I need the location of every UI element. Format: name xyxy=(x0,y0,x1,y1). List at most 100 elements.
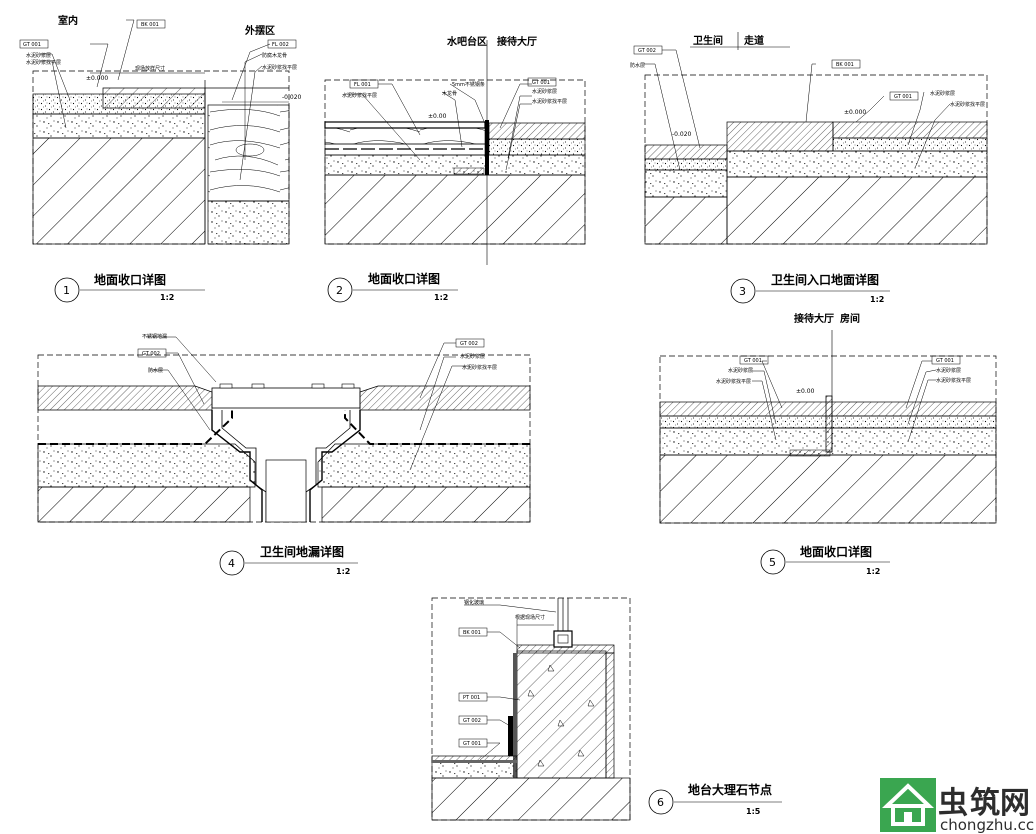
detail-4-note: 不锈钢地漏 xyxy=(142,333,167,340)
detail-4-screed-right xyxy=(317,443,531,488)
detail-2-slab xyxy=(324,174,586,245)
detail-2-tag-text: GT 001 xyxy=(532,80,550,86)
detail-1-wood-joist xyxy=(207,104,290,202)
detail-2-zone: 接待大厅 xyxy=(497,35,537,48)
detail-2-tag-text: FL 001 xyxy=(354,82,371,88)
detail-4-number: 4 xyxy=(228,557,235,570)
detail-4-tag-text: GT 002 xyxy=(142,351,160,357)
detail-3-tag-text: BK 001 xyxy=(836,62,854,68)
detail-6-tag-text: PT 001 xyxy=(463,695,480,701)
detail-1: GT 001 BK 001 FL 002 室内 外摆区 水泥砂浆层 水泥砂浆找平… xyxy=(19,14,302,303)
detail-1-outdoor-base xyxy=(207,200,290,245)
detail-5-number: 5 xyxy=(769,556,776,569)
detail-4-tile-right xyxy=(359,385,531,411)
detail-1-note: 水泥砂浆层 xyxy=(26,52,51,59)
detail-3-note: 防水层 xyxy=(630,62,645,69)
detail-1-title: 地面收口详图 xyxy=(94,272,166,287)
detail-3-tag xyxy=(889,91,919,101)
detail-5-note: 水泥砂浆找平层 xyxy=(716,378,751,385)
detail-6-tag-text: GT 001 xyxy=(463,741,481,747)
detail-2-zone: 水吧台区 xyxy=(446,35,487,48)
detail-6-note: 根据现场尺寸 xyxy=(515,614,545,621)
detail-1-tag xyxy=(267,39,297,49)
detail-5-number-circle xyxy=(760,549,786,575)
detail-6-tag xyxy=(458,715,488,725)
detail-4-screed-left xyxy=(37,443,256,488)
detail-3-tag xyxy=(831,59,861,69)
detail-2-note: 5mm不锈钢条 xyxy=(452,81,485,88)
detail-3-level: -0.020 xyxy=(672,131,692,138)
detail-4-drain-pipe xyxy=(265,459,307,523)
detail-2-note: 水泥砂浆层 xyxy=(532,88,557,95)
detail-2-tag xyxy=(349,79,379,89)
detail-3: GT 002 BK 001 GT 001 卫生间 走道 防水层 水泥砂浆层 水泥… xyxy=(630,32,988,304)
detail-6-tag xyxy=(458,738,488,748)
detail-4-tag-text: GT 002 xyxy=(460,341,478,347)
detail-3-number-circle xyxy=(730,278,756,304)
detail-3-zone: 卫生间 xyxy=(693,34,723,47)
detail-3-number: 3 xyxy=(739,285,746,298)
detail-4-tile-left xyxy=(37,385,213,411)
detail-3-note: 水泥砂浆层 xyxy=(930,90,955,97)
detail-4-scale: 1:2 xyxy=(336,567,350,576)
detail-1-note: 现场放样尺寸 xyxy=(135,65,165,72)
detail-1-note: 水泥砂浆找平层 xyxy=(262,64,297,71)
detail-3-slab-right xyxy=(726,176,988,245)
detail-2-title: 地面收口详图 xyxy=(368,271,440,286)
detail-5-tag xyxy=(931,355,961,365)
detail-3-level: ±0.000 xyxy=(844,109,866,116)
detail-1-tag-text: BK 001 xyxy=(141,22,159,28)
detail-5-tag-text: GT 001 xyxy=(936,358,954,364)
detail-5-zone: 房间 xyxy=(840,312,860,325)
detail-4-title: 卫生间地漏详图 xyxy=(260,544,344,559)
detail-3-tag-text: GT 002 xyxy=(638,48,656,54)
detail-5-zone: 接待大厅 xyxy=(794,312,834,325)
detail-4-number-circle xyxy=(219,550,245,576)
detail-2-wood-floor xyxy=(324,121,486,129)
detail-1-zone: 外摆区 xyxy=(244,24,275,37)
detail-3-tag xyxy=(633,45,663,55)
detail-6-title: 地台大理石节点 xyxy=(688,782,772,797)
detail-4-note: 水泥砂浆层 xyxy=(460,353,485,360)
detail-2-number-circle xyxy=(327,277,353,303)
detail-1-note: 水泥砂浆找平层 xyxy=(26,59,61,66)
detail-6-tag xyxy=(458,692,488,702)
detail-2-note: 水泥砂浆找平层 xyxy=(342,92,377,99)
detail-6-tag-text: BK 001 xyxy=(463,630,481,636)
detail-5-note: 水泥砂浆层 xyxy=(936,367,961,374)
detail-6: BK 001 PT 001 GT 002 GT 001 钢化玻璃 根据现场尺寸 … xyxy=(431,597,782,821)
detail-2-scale: 1:2 xyxy=(434,293,448,302)
detail-2-level: ±0.00 xyxy=(428,113,447,120)
detail-6-platform-core xyxy=(516,650,607,779)
detail-1-screed xyxy=(32,113,206,139)
detail-6-tag-text: GT 002 xyxy=(463,718,481,724)
detail-5-scale: 1:2 xyxy=(866,567,880,576)
detail-1-note: 防腐木龙骨 xyxy=(262,52,287,59)
detail-6-skirting xyxy=(508,716,513,756)
detail-5-tag-text: GT 001 xyxy=(744,358,762,364)
detail-3-title: 卫生间入口地面详图 xyxy=(771,272,879,287)
detail-6-note: 钢化玻璃 xyxy=(464,599,484,606)
detail-3-toilet-tile xyxy=(644,144,728,160)
detail-5-title: 地面收口详图 xyxy=(800,544,872,559)
detail-1-level: -0.020 xyxy=(282,94,302,101)
detail-5-tag xyxy=(739,355,769,365)
detail-4-floor-drain xyxy=(211,387,361,409)
detail-2-note: 木龙骨 xyxy=(442,90,457,97)
detail-2: FL 001 GT 001 水吧台区 接待大厅 水泥砂浆找平层 5mm不锈钢条 … xyxy=(324,35,586,303)
detail-3-tag-text: GT 001 xyxy=(894,94,912,100)
detail-5-level: ±0.00 xyxy=(796,388,815,395)
detail-1-tag-text: FL 002 xyxy=(272,42,289,48)
detail-6-tag xyxy=(458,627,488,637)
detail-1-scale: 1:2 xyxy=(160,293,174,302)
detail-1-tag-text: GT 001 xyxy=(23,42,41,48)
watermark-title: 筑网 xyxy=(970,786,1030,821)
detail-2-number: 2 xyxy=(336,284,343,297)
detail-6-glass-frame xyxy=(553,630,573,648)
detail-6-scale: 1:5 xyxy=(746,807,761,816)
detail-3-slab-left xyxy=(644,196,728,245)
detail-2-note: 水泥砂浆找平层 xyxy=(532,98,567,105)
detail-4-tag xyxy=(455,338,485,348)
detail-5-slab xyxy=(659,454,997,524)
